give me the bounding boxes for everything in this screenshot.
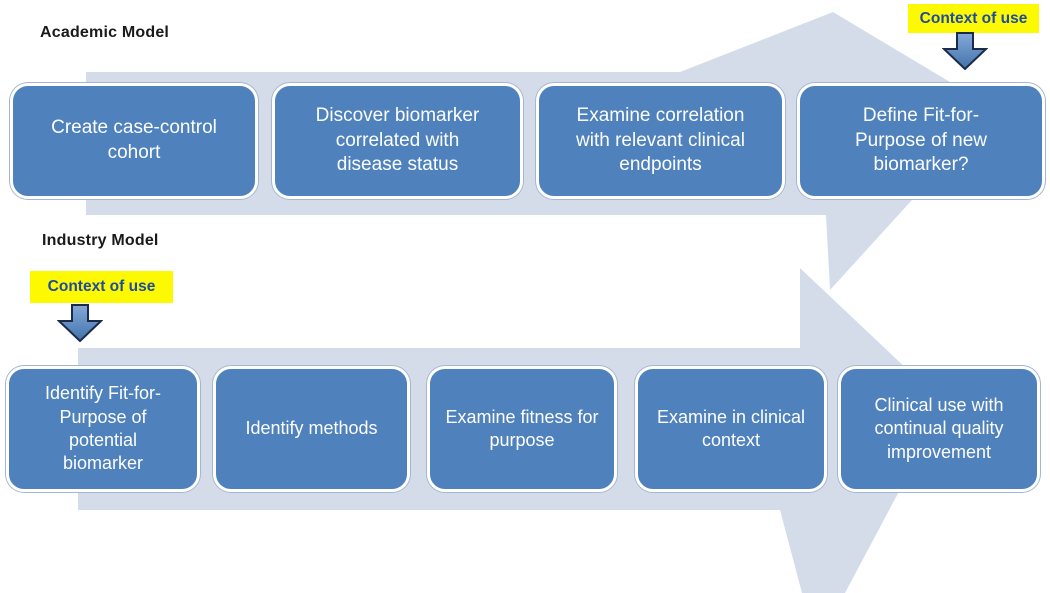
industry-step-label-2: Identify methods (245, 418, 378, 439)
industry-step-label-3: Examine fitness for purpose (445, 406, 599, 450)
academic-context-of-use-label: Context of use (908, 4, 1039, 33)
academic-step-label-2: Discover biomarker correlated with disea… (315, 104, 480, 176)
industry-step-box-3: Examine fitness for purpose (427, 366, 617, 492)
academic-step-box-4: Define Fit-for- Purpose of new biomarker… (797, 83, 1045, 199)
industry-step-box-1: Identify Fit-for- Purpose of potential b… (6, 366, 200, 492)
academic-step-box-1: Create case-control cohort (10, 83, 258, 199)
context-down-arrow-icon (942, 32, 988, 70)
industry-step-box-2: Identify methods (213, 366, 410, 492)
academic-step-label-1: Create case-control cohort (51, 117, 217, 163)
academic-step-label-4: Define Fit-for- Purpose of new biomarker… (854, 104, 988, 176)
industry-step-box-5: Clinical use with continual quality impr… (838, 366, 1040, 492)
industry-context-of-use-label: Context of use (30, 271, 173, 303)
industry-step-label-1: Identify Fit-for- Purpose of potential b… (44, 383, 162, 474)
academic-step-box-3: Examine correlation with relevant clinic… (536, 83, 785, 199)
context-down-arrow-icon (57, 304, 103, 342)
academic-step-label-3: Examine correlation with relevant clinic… (576, 104, 745, 176)
industry-model-title: Industry Model (42, 232, 159, 249)
industry-step-label-5: Clinical use with continual quality impr… (874, 394, 1004, 462)
industry-step-label-4: Examine in clinical context (656, 406, 806, 450)
academic-step-box-2: Discover biomarker correlated with disea… (272, 83, 523, 199)
academic-model-title: Academic Model (40, 24, 170, 41)
industry-step-box-4: Examine in clinical context (635, 366, 827, 492)
